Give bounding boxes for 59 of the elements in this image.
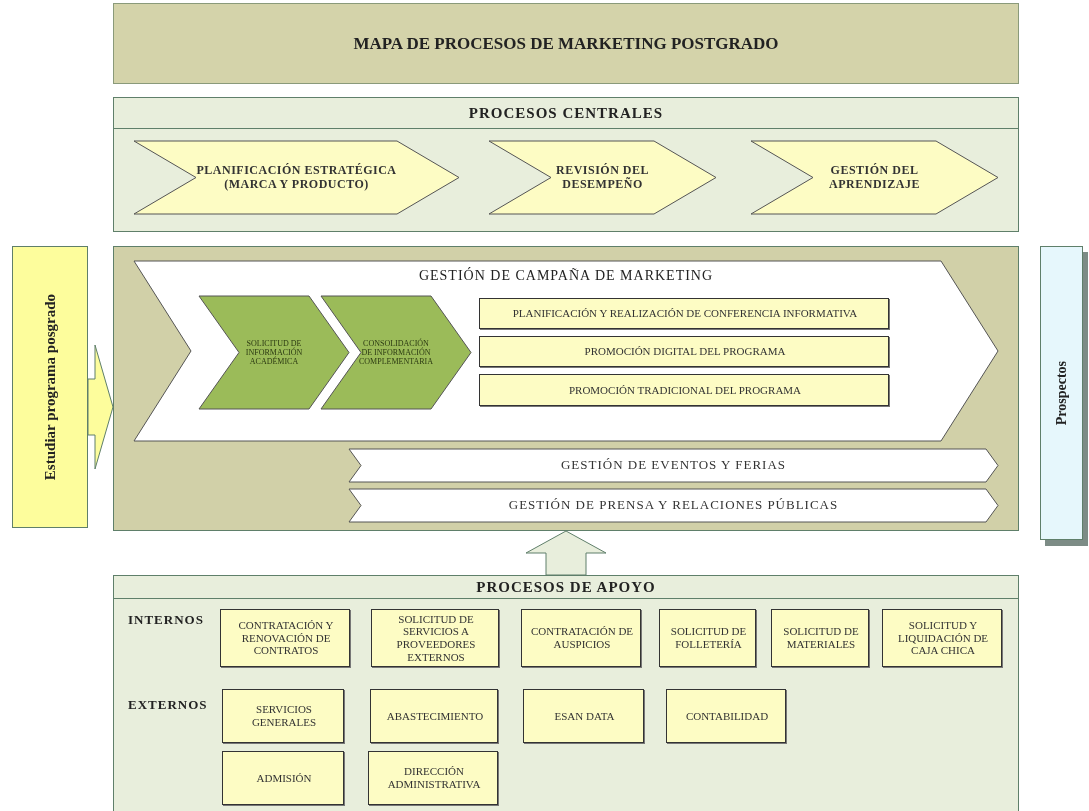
process-label: PROMOCIÓN TRADICIONAL DEL PROGRAMA xyxy=(568,383,802,397)
block-arrow xyxy=(87,344,114,470)
panel-heading: PROCESOS CENTRALES xyxy=(468,104,664,122)
process-stage xyxy=(134,261,998,441)
process-label: Prospectos xyxy=(1053,360,1070,426)
panel-heading: PROCESOS DE APOYO xyxy=(476,578,656,596)
process-label: CONTABILIDAD xyxy=(685,709,769,723)
process-box xyxy=(368,751,498,805)
block-arrow xyxy=(525,530,607,576)
process-box xyxy=(659,609,756,667)
process-label: SOLICITUD DE FOLLETERÍA xyxy=(669,625,748,651)
process-group-panel xyxy=(113,575,1019,811)
process-box xyxy=(523,689,644,743)
process-box xyxy=(222,689,344,743)
input-box xyxy=(12,246,88,528)
process-label: ABASTECIMIENTO xyxy=(386,709,484,723)
process-label: ADMISIÓN xyxy=(256,771,312,785)
process-label: SOLICITUD DE MATERIALES xyxy=(782,625,860,651)
process-step xyxy=(751,141,998,214)
process-label: GESTIÓN DE PRENSA Y RELACIONES PÚBLICAS xyxy=(508,498,839,513)
process-label: CONTRATACIÓN Y RENOVACIÓN DE CONTRATOS xyxy=(237,619,335,657)
process-box xyxy=(521,609,641,667)
process-box xyxy=(222,751,344,805)
process-step xyxy=(199,296,349,409)
process-label: CONSOLIDACIÓN DE INFORMACIÓN COMPLEMENTARIA xyxy=(359,338,433,367)
process-label: GESTIÓN DEL APRENDIZAJE xyxy=(828,163,921,192)
process-box xyxy=(479,336,889,367)
process-label: PLANIFICACIÓN Y REALIZACIÓN DE CONFERENCIA INFORMATIVA xyxy=(512,307,858,320)
process-box xyxy=(479,374,889,406)
row-label: EXTERNOS xyxy=(128,697,208,713)
process-label: SOLICITUD DE INFORMACIÓN ACADÉMICA xyxy=(244,338,304,367)
process-box xyxy=(771,609,869,667)
process-box xyxy=(479,298,889,329)
process-label: ESAN DATA xyxy=(554,709,615,723)
process-label: PLANIFICACIÓN ESTRATÉGICA (MARCA Y PRODUCTO) xyxy=(196,163,397,192)
title-banner: MAPA DE PROCESOS DE MARKETING POSTGRADO xyxy=(113,3,1019,84)
process-box xyxy=(371,609,499,667)
process-band xyxy=(113,246,1019,531)
process-label: CONTRATACIÓN DE AUSPICIOS xyxy=(529,625,635,651)
process-title: GESTIÓN DE CAMPAÑA DE MARKETING xyxy=(418,268,714,284)
row-label: INTERNOS xyxy=(128,612,204,628)
process-label: PROMOCIÓN DIGITAL DEL PROGRAMA xyxy=(584,345,786,358)
process-box xyxy=(666,689,786,743)
process-label: GESTIÓN DE EVENTOS Y FERIAS xyxy=(560,458,787,473)
process-box xyxy=(220,609,350,667)
process-step xyxy=(489,141,716,214)
process-label: SERVICIOS GENERALES xyxy=(250,703,318,729)
process-label: SOLICITUD DE SERVICIOS A PROVEEDORES EXTERNOS xyxy=(395,612,477,664)
process-box xyxy=(882,609,1002,667)
process-box xyxy=(370,689,498,743)
process-label: SOLICITUD Y LIQUIDACIÓN DE CAJA CHICA xyxy=(896,619,990,657)
process-step xyxy=(321,296,471,409)
process-step xyxy=(349,489,998,522)
process-group-panel xyxy=(113,97,1019,232)
process-step xyxy=(134,141,459,214)
process-label: DIRECCIÓN ADMINISTRATIVA xyxy=(386,765,482,791)
process-label: REVISIÓN DEL DESEMPEÑO xyxy=(555,163,650,192)
process-step xyxy=(349,449,998,482)
process-label: Estudiar programa posgrado xyxy=(41,293,59,481)
